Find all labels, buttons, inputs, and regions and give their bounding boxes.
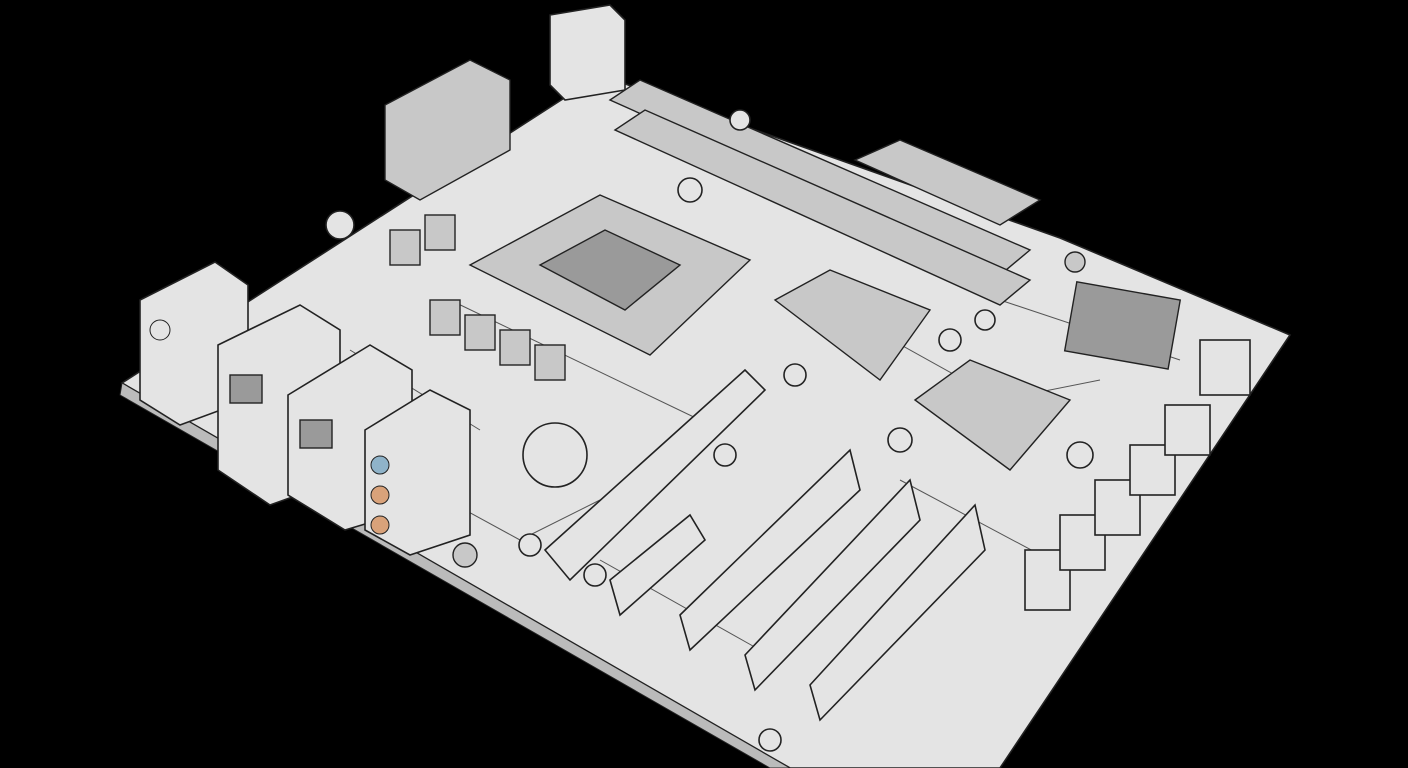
- ethernet-port: [299, 419, 333, 449]
- chipset-heatsink: [913, 359, 1072, 471]
- vrm-chokes: [389, 214, 566, 381]
- mounting-hole: [1064, 251, 1086, 273]
- vga-connector: [384, 59, 511, 201]
- vrm-heatsink: [773, 269, 932, 381]
- capacitors: [325, 109, 1094, 752]
- cmos-battery: [522, 422, 588, 488]
- audio-jack-orange: [370, 515, 390, 535]
- top-io-block: [549, 4, 626, 101]
- atx-power-connector: [853, 139, 1042, 226]
- audio-jack-orange: [370, 485, 390, 505]
- audio-jack-blue: [370, 455, 390, 475]
- rear-io-panel: [139, 261, 471, 556]
- mounting-hole: [452, 542, 478, 568]
- ps2-port: [149, 319, 171, 341]
- cpu-socket: [468, 194, 752, 488]
- sata-ports: [1024, 339, 1251, 611]
- ram-slots: [608, 79, 1042, 306]
- ethernet-port: [229, 374, 263, 404]
- chip: [1063, 281, 1182, 370]
- pcie-slots: [543, 368, 986, 722]
